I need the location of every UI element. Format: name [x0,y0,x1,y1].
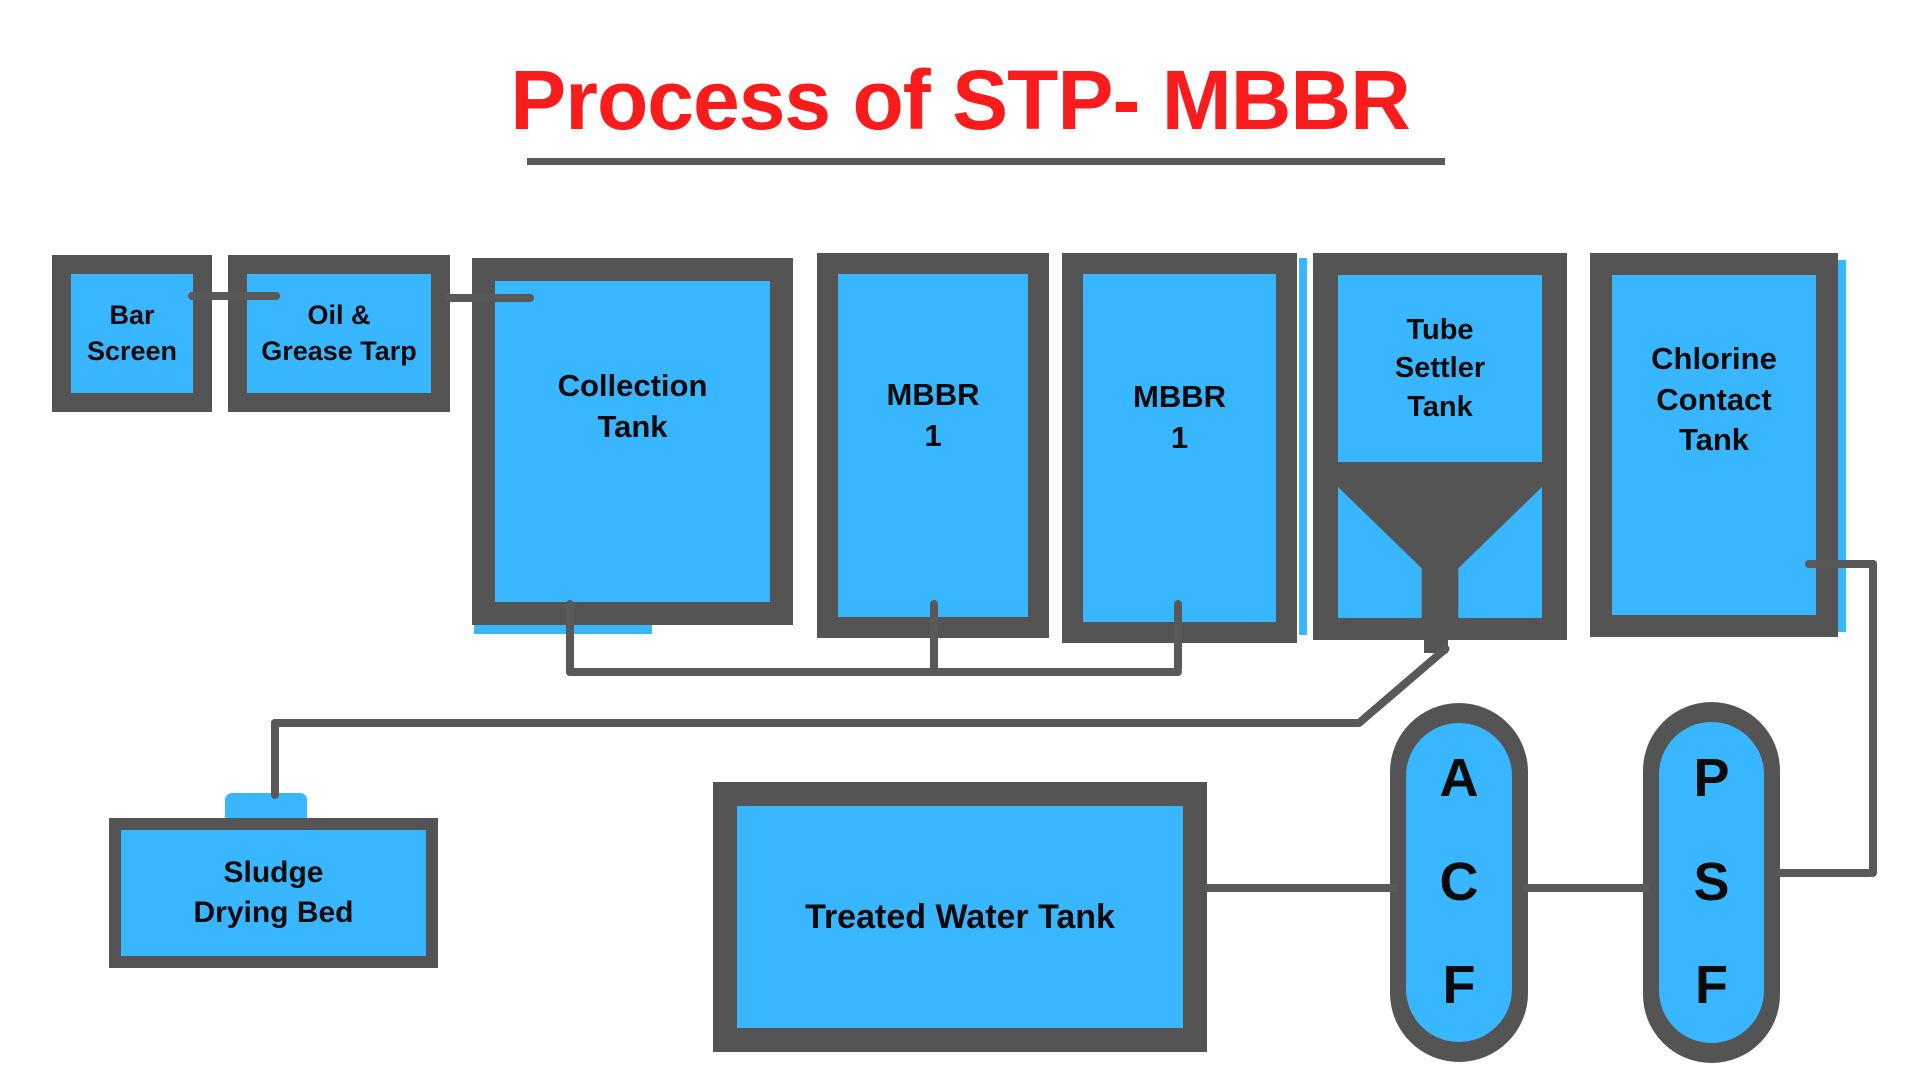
node-label: P [1693,747,1730,808]
node-label: Tube [1406,314,1474,347]
node-label: Screen [86,335,178,366]
connector-sludge-drop [271,719,279,799]
node-label: F [1442,955,1476,1016]
node-treated-water-tank-body: Treated Water Tank [737,806,1183,1028]
node-label: Drying Bed [193,896,354,929]
node-label: Grease Tarp [261,335,417,366]
node-label: Tank [1678,422,1750,458]
connector-psf-in [1776,869,1874,877]
tube-settler-blue-strip [1299,258,1307,635]
node-label: Sludge [223,856,324,890]
node-label: Treated Water Tank [805,897,1115,936]
node-label: Tank [597,408,668,444]
connector-chlorine-down [1869,560,1877,877]
node-label: Oil & [307,299,371,330]
title-underline [527,158,1445,165]
node-label: A [1439,747,1479,808]
node-mbbr-2-body: MBBR 1 [1083,274,1276,622]
chlorine-tank-blue-strip [1838,260,1846,632]
connector-mbbr2-drop [1174,600,1182,672]
sludge-bed-inlet-cap [225,793,307,821]
node-chlorine-contact-tank-body: Chlorine Contact Tank [1612,275,1816,615]
node-label: MBBR [886,376,980,412]
connector-mbbr1-drop [930,600,938,672]
node-treated-water-tank: Treated Water Tank [713,782,1207,1052]
connector-collection-drop [566,600,574,676]
connector-sludge-horizontal [271,719,1361,727]
node-psf-filter: P S F [1643,702,1780,1063]
node-oil-grease-tarp: Oil & Grease Tarp [228,255,450,412]
connector-bottom-manifold [566,668,1182,676]
node-mbbr-1-body: MBBR 1 [838,274,1028,617]
node-acf-filter: A C F [1390,703,1528,1062]
node-label: Contact [1656,381,1772,417]
node-label: Tank [1407,390,1473,423]
node-label: 1 [924,417,942,453]
node-psf-filter-body: P S F [1659,722,1764,1043]
connector-barscreen-to-oilgrease [188,292,280,300]
connector-acf-to-psf [1522,884,1650,892]
node-label: C [1439,851,1479,912]
connector-oilgrease-to-collection [444,294,534,302]
node-label: Bar [109,299,155,330]
node-tube-settler-tank: Tube Settler Tank [1313,253,1567,640]
node-sludge-drying-bed-body: Sludge Drying Bed [121,830,426,956]
connector-chlorine-out [1805,560,1877,568]
node-label: Collection [557,367,708,403]
node-mbbr-2: MBBR 1 [1062,253,1297,643]
node-label: Settler [1394,352,1486,385]
node-label: Chlorine [1651,340,1777,376]
node-mbbr-1: MBBR 1 [817,253,1049,638]
node-tube-settler-body: Tube Settler Tank [1338,275,1542,462]
connector-treated-to-acf [1203,884,1399,892]
node-sludge-drying-bed: Sludge Drying Bed [109,818,438,968]
node-collection-tank-body: Collection Tank [495,281,770,602]
node-chlorine-contact-tank: Chlorine Contact Tank [1590,253,1838,637]
node-label: MBBR [1133,379,1226,415]
node-label: F [1695,955,1728,1016]
node-acf-filter-body: A C F [1406,723,1512,1042]
node-label: 1 [1170,420,1189,455]
node-bar-screen: Bar Screen [52,255,212,412]
node-bar-screen-body: Bar Screen [71,274,193,393]
collection-tank-blue-strip [474,625,652,634]
node-collection-tank: Collection Tank [472,258,793,625]
node-label: S [1693,851,1730,912]
page-title: Process of STP- MBBR [510,53,1411,147]
